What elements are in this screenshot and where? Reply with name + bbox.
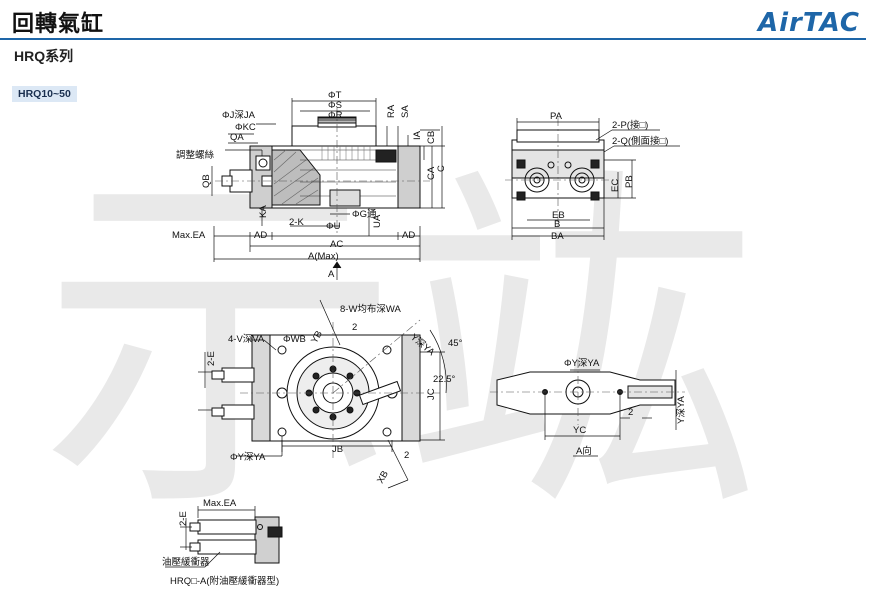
- label-two-e: 2-E: [206, 351, 217, 366]
- label-ka: KA: [258, 205, 269, 218]
- label-qa: QA: [230, 132, 244, 143]
- label-a-max: A(Max): [308, 251, 339, 262]
- a-view: [490, 360, 685, 457]
- side-view: [505, 118, 680, 240]
- front-view: [211, 98, 445, 280]
- series-title: HRQ系列: [14, 48, 74, 64]
- header-divider: [0, 38, 866, 40]
- label-ca: CA: [426, 166, 437, 180]
- label-phi-s: ΦS: [328, 100, 342, 111]
- label-a-arrow: A: [328, 269, 335, 280]
- model-range-badge: HRQ10~50: [12, 86, 77, 102]
- label-two-bottom: 2: [404, 450, 409, 461]
- label-sa: SA: [400, 105, 411, 118]
- label-phi-r: ΦR: [328, 110, 343, 121]
- label-phi-y-top: ΦY深YA: [230, 452, 266, 463]
- label-jb: JB: [332, 444, 343, 455]
- label-a-two: 2: [628, 407, 633, 418]
- label-phi-u: ΦU: [326, 221, 341, 232]
- option-view: [165, 506, 283, 568]
- page-title: 回轉氣缸: [12, 11, 105, 36]
- label-opt-caption: HRQ□-A(附油壓緩衝器型): [170, 575, 279, 587]
- label-phi-kc: ΦKC: [235, 122, 256, 133]
- label-ad-right: AD: [402, 230, 415, 241]
- label-eb: EB: [552, 210, 565, 221]
- label-ac: AC: [330, 239, 343, 250]
- label-pa: PA: [550, 111, 563, 122]
- label-opt-two-e: 2-E: [178, 511, 189, 526]
- label-eight-w: 8-W均布深WA: [340, 303, 402, 315]
- label-opt-buffer: 油壓緩衝器: [162, 556, 210, 568]
- label-ad-left: AD: [254, 230, 267, 241]
- label-two-p: 2-P(接□): [612, 119, 648, 131]
- label-four-v: 4-V深VA: [228, 334, 265, 345]
- label-phi-j: ΦJ深JA: [222, 110, 256, 121]
- label-max-ea: Max.EA: [172, 230, 206, 241]
- label-pb: PB: [624, 175, 635, 188]
- label-two-k: 2-K: [289, 217, 304, 228]
- label-cb: CB: [426, 131, 437, 144]
- label-jc: JC: [426, 388, 437, 400]
- top-view: [198, 299, 447, 489]
- label-ua: UA: [372, 214, 383, 228]
- label-yc: YC: [573, 425, 586, 436]
- label-angle-45: 45°: [448, 338, 463, 349]
- label-phi-t: ΦT: [328, 90, 342, 101]
- label-qb: QB: [201, 174, 212, 188]
- label-ra: RA: [386, 104, 397, 118]
- label-a-y-ya: Y深YA: [676, 396, 687, 424]
- label-adjust-screw: 調整螺絲: [176, 149, 215, 161]
- label-b: B: [554, 219, 560, 230]
- label-ec: EC: [610, 179, 621, 192]
- label-yb: YB: [309, 329, 325, 345]
- label-two-q: 2-Q(側面接□): [612, 135, 668, 147]
- label-angle-22: 22.5°: [433, 374, 455, 385]
- label-ba: BA: [551, 231, 564, 242]
- label-ia: IA: [412, 130, 423, 140]
- label-c: C: [436, 165, 447, 172]
- label-two-small: 2: [352, 322, 357, 333]
- brand-logo: AirTAC: [758, 8, 860, 38]
- label-opt-max-ea: Max.EA: [203, 498, 237, 509]
- label-phi-g: ΦG通: [352, 209, 377, 220]
- label-xb: XB: [375, 469, 391, 485]
- label-a-caption: A向: [576, 445, 592, 457]
- label-phi-wb: ΦWB: [283, 334, 306, 345]
- label-a-phi-y: ΦY深YA: [564, 358, 600, 369]
